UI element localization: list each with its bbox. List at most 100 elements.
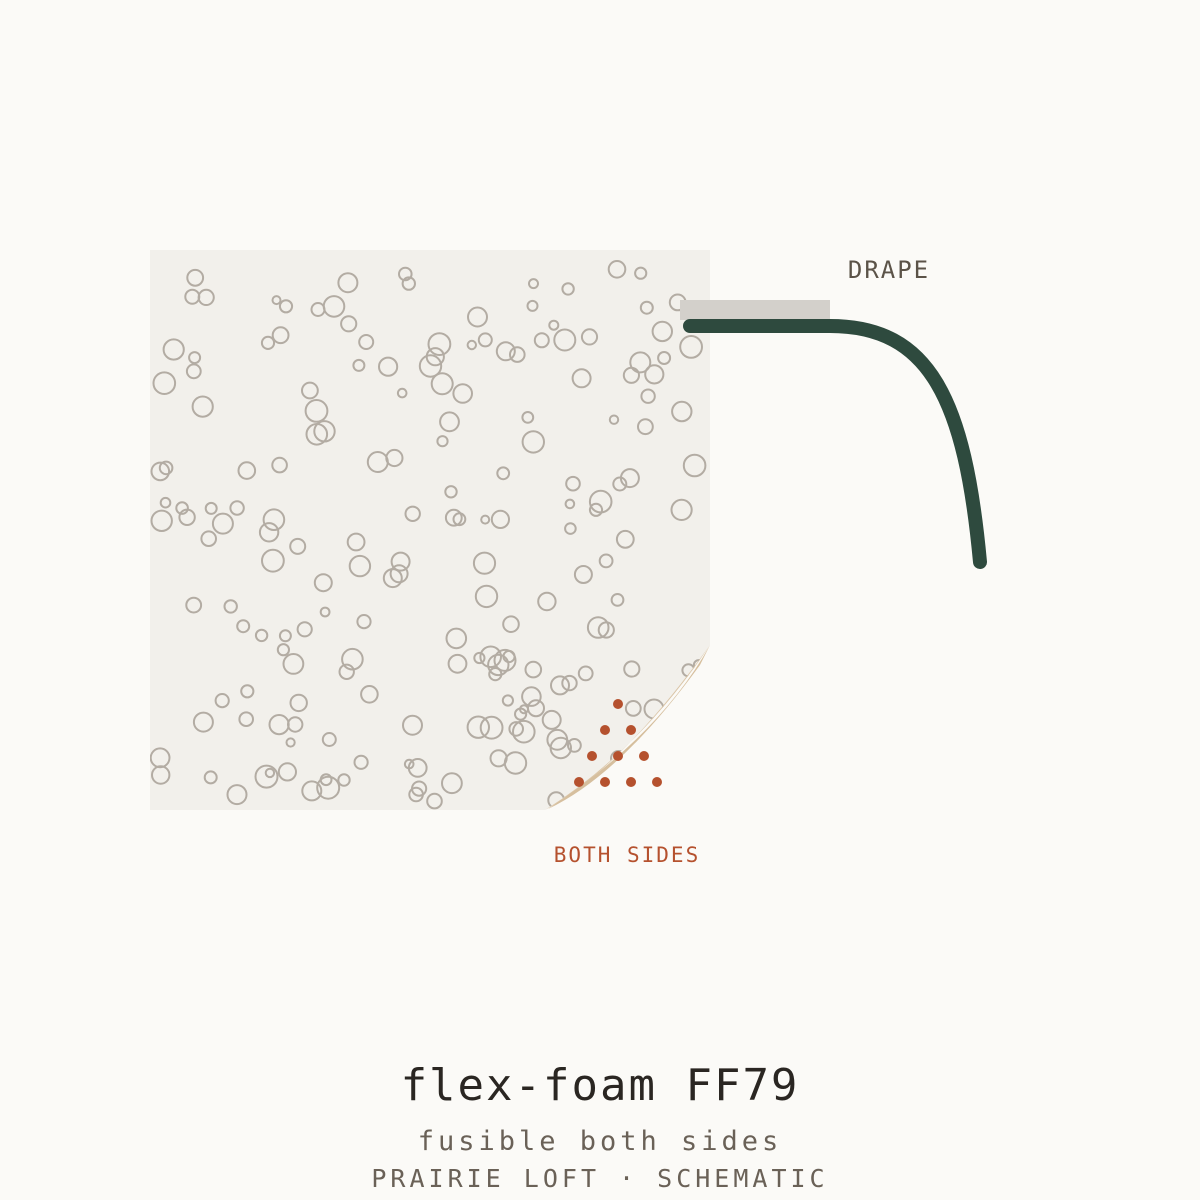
foam-bubble [564, 498, 576, 510]
foam-bubble [657, 351, 672, 365]
foam-bubble [430, 372, 454, 396]
foam-bubble [608, 414, 620, 425]
foam-bubble [358, 334, 375, 350]
foam-bubble [158, 460, 174, 476]
foam-bubble [472, 551, 497, 575]
foam-bubble [640, 388, 656, 404]
foam-bubble [211, 512, 234, 535]
foam-bubble [389, 564, 409, 584]
foam-bubble [571, 368, 592, 389]
foam-bubble [514, 707, 528, 721]
foam-bubble [573, 565, 593, 584]
foam-bubble [278, 629, 292, 643]
foam-bubble [238, 711, 254, 728]
foam-bubble [264, 767, 276, 779]
foam-bubble [452, 383, 474, 404]
foam-bubble [186, 268, 205, 287]
foam-bubble [670, 498, 693, 521]
foam-bubble [254, 764, 279, 789]
foam-bubble [282, 653, 305, 675]
foam-bubble [346, 532, 366, 552]
foam-bubble [682, 453, 707, 478]
foam-bubble [452, 512, 467, 527]
foam-bubble [466, 339, 477, 351]
page-footer: PRAIRIE LOFT · SCHEMATIC [371, 1164, 829, 1193]
foam-bubble [319, 606, 331, 618]
foam-bubble [152, 371, 177, 396]
foam-bubble [262, 508, 286, 532]
foam-bubble [401, 276, 416, 291]
foam-bubble [402, 714, 423, 736]
foam-bubble [679, 335, 703, 359]
foam-bubble [271, 326, 290, 345]
foam-bubble [289, 693, 308, 713]
fusible-dot [626, 725, 636, 735]
foam-bubble [411, 780, 428, 797]
foam-bubble [382, 568, 403, 589]
foam-bubble [533, 332, 550, 349]
foam-bubble [614, 788, 631, 805]
foam-bubble [512, 719, 536, 744]
foam-bubble [268, 714, 290, 736]
drape-curve-icon [683, 319, 987, 569]
foam-bubble [502, 615, 520, 634]
foam-bubble [159, 496, 172, 509]
foam-bubble [561, 674, 578, 692]
foam-bubble [524, 660, 543, 679]
foam-bubble [254, 628, 269, 643]
foam-bubble [261, 548, 285, 573]
foam-bubble [223, 599, 238, 614]
foam-bubble [521, 686, 542, 707]
foam-bubble [466, 715, 490, 739]
foam-bubble [564, 522, 577, 535]
foam-bubble [521, 411, 535, 424]
foam-bubble [447, 653, 468, 674]
foam-bubble [487, 653, 510, 677]
foam-bubble [353, 754, 369, 770]
foam-bubble [304, 399, 329, 423]
foam-bubble [623, 660, 641, 678]
foam-bubble [277, 762, 297, 782]
foam-bubble [378, 356, 399, 377]
foam-bubble [385, 448, 404, 468]
foam-bubble [192, 711, 214, 733]
foam-bubble [285, 737, 296, 748]
foam-bubble [473, 651, 486, 665]
foam-bubble [629, 351, 652, 374]
foam-bubble [398, 266, 413, 282]
foam-bubble [404, 505, 421, 522]
foam-bubble [204, 501, 218, 515]
foam-bubble [537, 591, 557, 612]
foam-bubble [561, 282, 575, 296]
foam-bubble [503, 751, 528, 775]
foam-bubble [313, 420, 336, 443]
foam-bubble [615, 529, 635, 549]
foam-bubble [528, 278, 539, 290]
foam-bubble [258, 522, 280, 543]
drape-label: DRAPE [848, 256, 930, 284]
foam-bubble [236, 619, 251, 634]
foam-bubble [467, 306, 488, 328]
foam-bubble [577, 665, 594, 682]
foam-bubble [150, 509, 173, 532]
foam-bubble [439, 411, 460, 433]
foam-bubble [490, 509, 510, 530]
foam-bubble [565, 475, 581, 492]
foam-bubble [340, 315, 358, 333]
foam-bubble [278, 299, 294, 314]
foam-bubble [508, 721, 525, 737]
foam-bubble [652, 726, 676, 750]
fusible-dot [639, 751, 649, 761]
foam-bubble [337, 272, 359, 294]
fusible-dot [600, 777, 610, 787]
foam-bubble [598, 553, 614, 569]
foam-bubble [276, 643, 290, 657]
foam-bubble [580, 328, 599, 346]
foam-bubble [612, 476, 628, 492]
drape-clamp [680, 300, 830, 320]
foam-bubble [150, 461, 171, 482]
fusible-dot [626, 777, 636, 787]
fusible-dots-icon [574, 699, 662, 787]
foam-bubble [175, 501, 189, 515]
foam-bubble [162, 338, 185, 361]
